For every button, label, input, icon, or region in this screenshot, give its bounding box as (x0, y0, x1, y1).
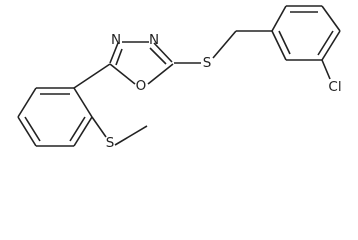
bond-s-ch2 (212, 30, 237, 59)
bond-ring2-3 (321, 5, 341, 32)
bond-ring1-6 (73, 87, 93, 118)
atom-label-s-methylthio: S (106, 135, 115, 151)
atom-label-cl: Cl (328, 79, 341, 95)
bond-ring1-3-inner (24, 116, 41, 142)
bond-ring1-2 (17, 87, 37, 118)
atom-label-o: O (136, 78, 147, 94)
atom-label-n2: N (149, 32, 159, 48)
bond-ring2-4 (321, 30, 341, 61)
chemical-structure-diagram: N N O S S Cl (17, 5, 342, 151)
bond-ring2-4-inner (317, 30, 334, 56)
bond-n2-c2 (153, 42, 173, 63)
atom-label-n1: N (111, 32, 121, 48)
bond-ring1-5-inner (69, 116, 86, 142)
bond-ring1-3 (17, 116, 37, 147)
bond-c5-n1-double (115, 48, 123, 66)
bond-s-methyl (114, 125, 148, 146)
bond-o-c5 (109, 63, 136, 85)
atom-label-s-thioether: S (203, 55, 212, 71)
bond-ring2-6 (271, 30, 287, 61)
bond-c2-o (147, 63, 174, 85)
bonds (17, 5, 341, 147)
bond-c5-n1 (109, 42, 119, 64)
bond-ring2-1 (271, 5, 287, 32)
atom-labels: N N O S S Cl (106, 32, 342, 151)
bond-ring1-5 (73, 116, 93, 147)
bond-aryl-s (91, 116, 107, 138)
bond-aryl-cl (321, 59, 331, 80)
bond-ring2-6-inner (278, 30, 291, 55)
bond-n2-c2-double (149, 47, 167, 65)
bond-c5-aryl (73, 63, 111, 89)
